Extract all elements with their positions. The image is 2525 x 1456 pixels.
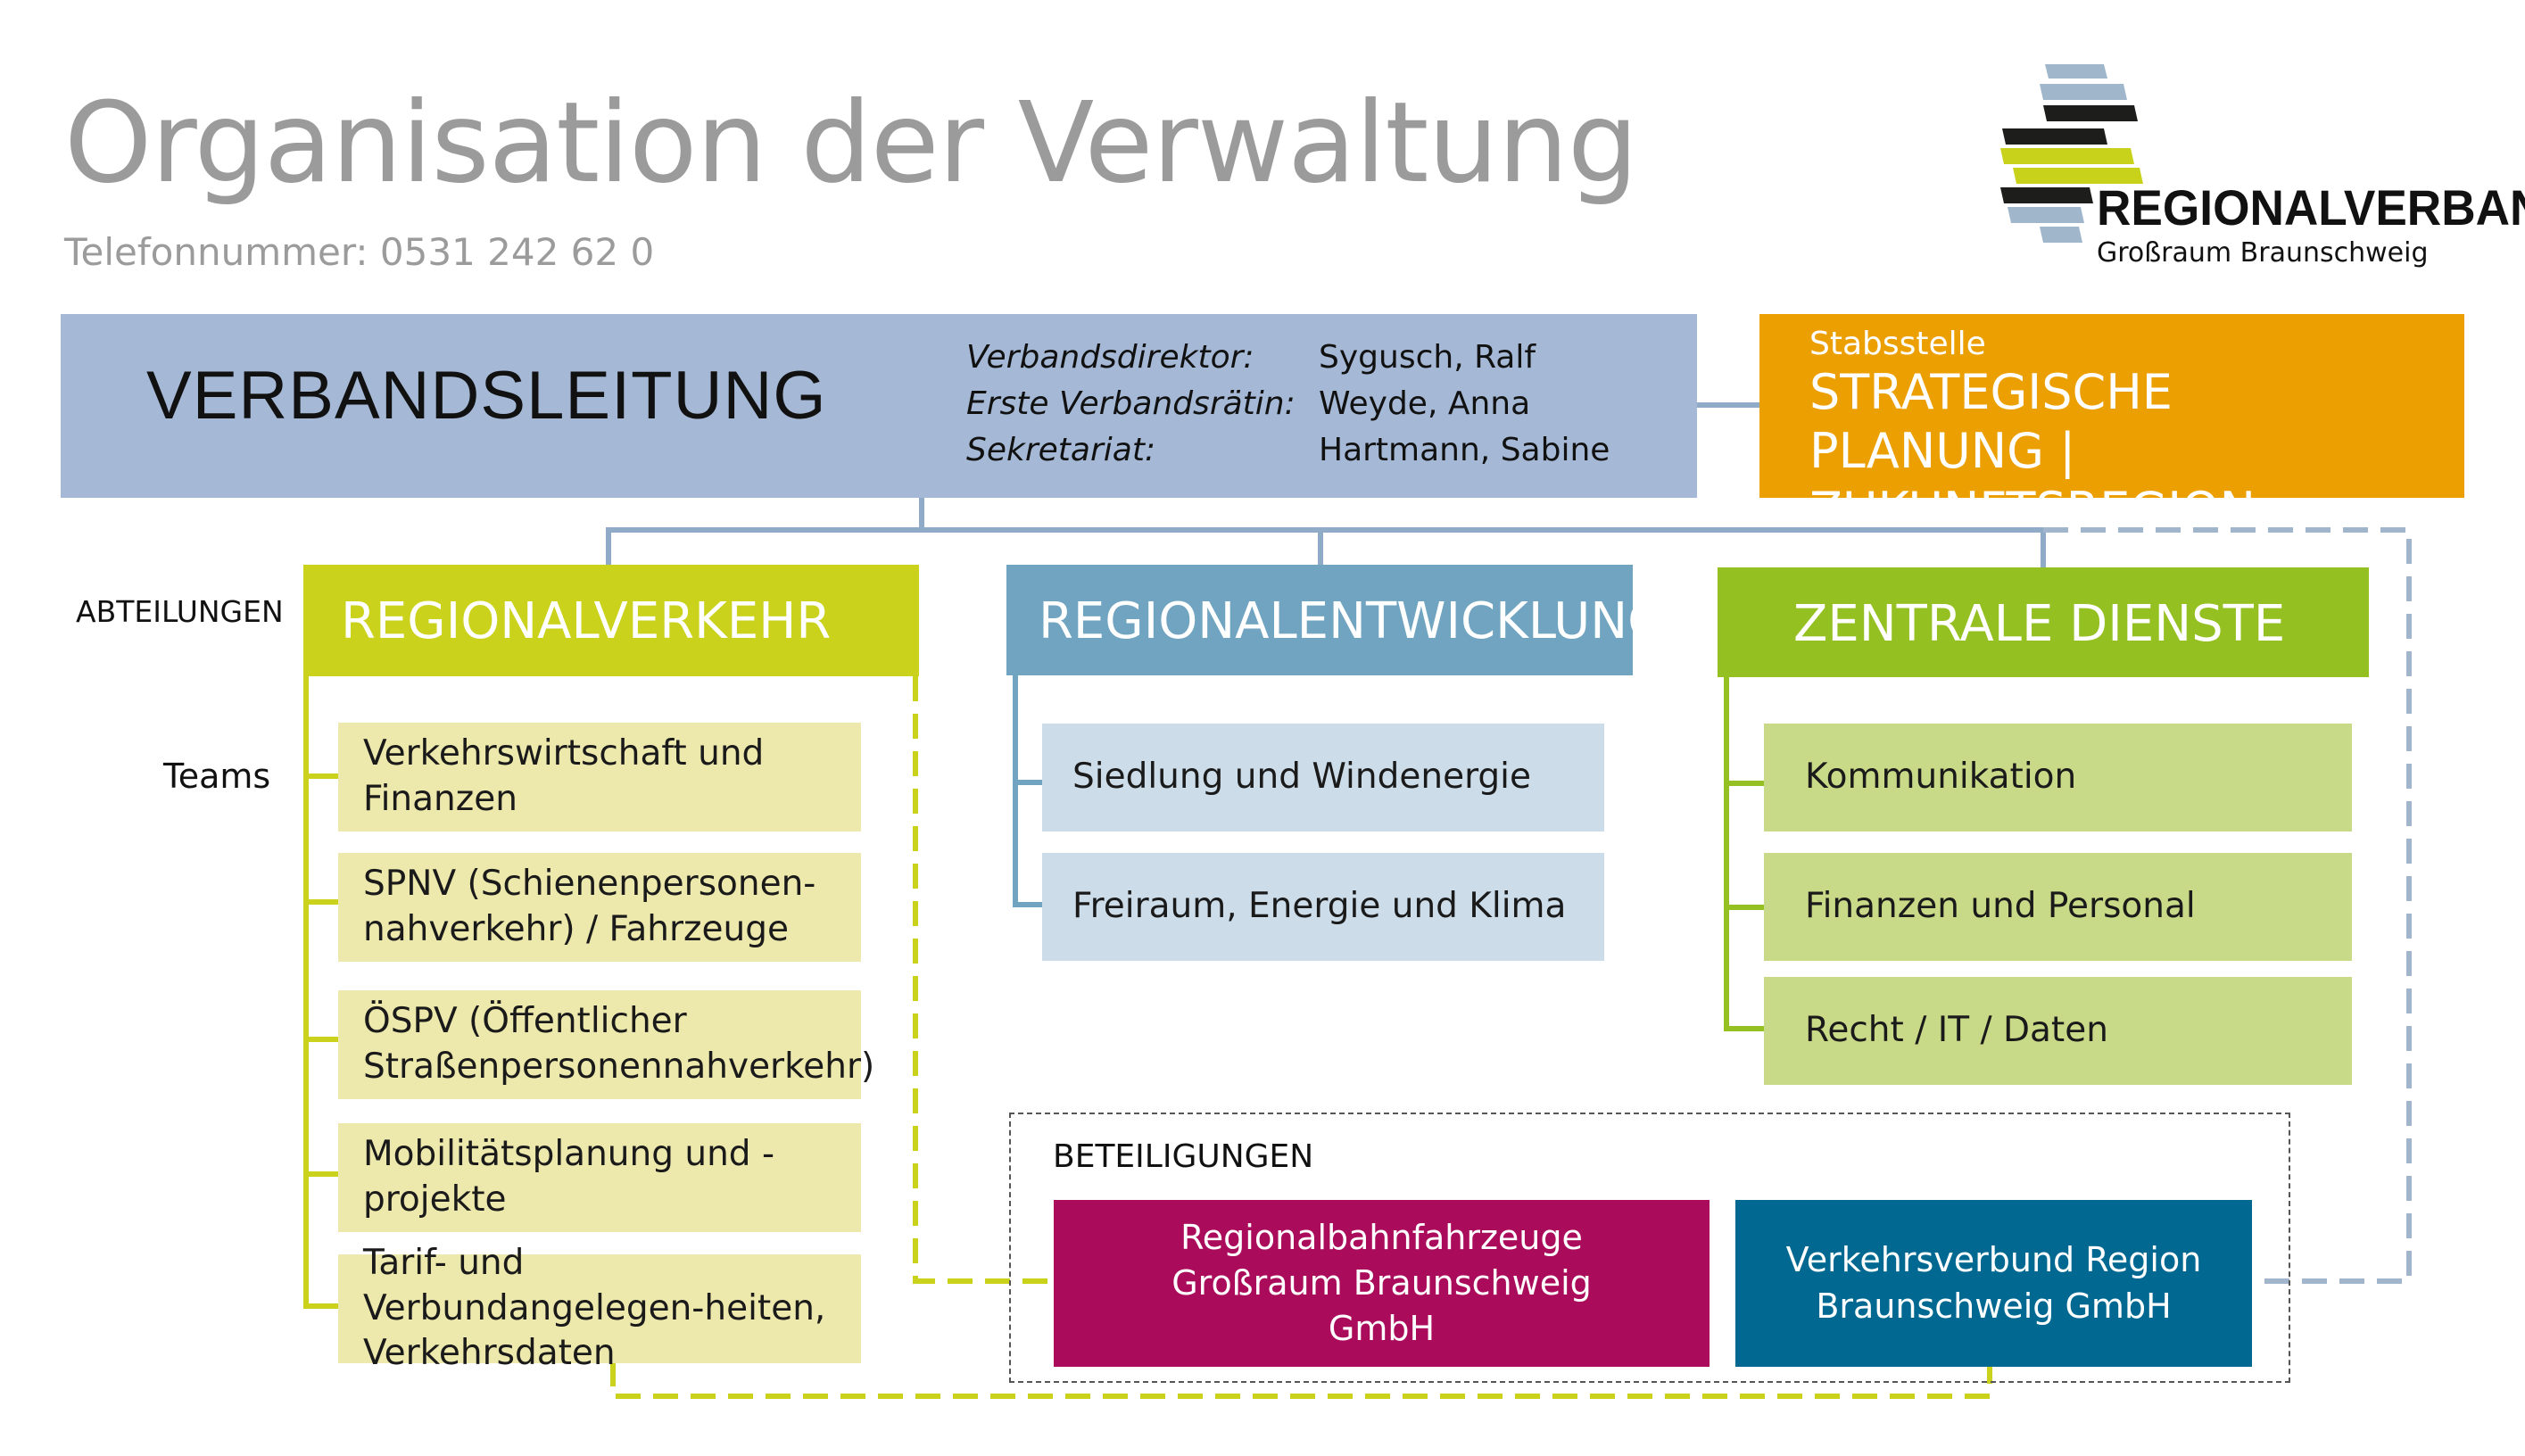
- team-box: ÖSPV (Öffentlicher Straßenpersonennahver…: [338, 990, 874, 1099]
- departments-label: ABTEILUNGEN: [76, 594, 284, 629]
- team-label: Kommunikation: [1805, 757, 2077, 798]
- team-label: ÖSPV (Öffentlicher Straßenpersonennahver…: [363, 1001, 875, 1087]
- team-box: Verkehrswirtschaft und Finanzen: [338, 723, 861, 831]
- team-box: Mobilitätsplanung und -projekte: [338, 1123, 861, 1232]
- holdings-box: [1009, 1113, 2290, 1383]
- team-label: Freiraum, Energie und Klima: [1072, 886, 1567, 927]
- staff-unit-box: Stabsstelle STRATEGISCHE PLANUNG | ZUKUN…: [1759, 314, 2464, 538]
- team-label: Tarif- und Verbundangelegen-heiten, Verk…: [363, 1242, 826, 1374]
- staff-unit-title: STRATEGISCHE PLANUNG | ZUKUNFTSREGION: [1809, 364, 2256, 538]
- holding-label: Verkehrsverbund Region Braunschweig GmbH: [1785, 1240, 2202, 1326]
- team-label: Finanzen und Personal: [1805, 886, 2196, 927]
- team-label: Siedlung und Windenergie: [1072, 757, 1532, 798]
- team-box: Tarif- und Verbundangelegen-heiten, Verk…: [338, 1243, 861, 1373]
- department-regionalverkehr: REGIONALVERKEHR: [303, 565, 919, 676]
- leadership-box: VERBANDSLEITUNG Verbandsdirektor: Sygusc…: [61, 314, 1697, 498]
- team-box: Freiraum, Energie und Klima: [1042, 853, 1604, 961]
- regionalverband-logo: REGIONALVERBAND Großraum Braunschweig: [1997, 59, 2525, 273]
- team-box: SPNV (Schienenpersonen-nahverkehr) / Fah…: [338, 853, 861, 962]
- department-regionalentwicklung: REGIONALENTWICKLUNG: [1006, 565, 1667, 675]
- leadership-title: VERBANDSLEITUNG: [146, 358, 827, 434]
- role-label: Sekretariat:: [966, 432, 1156, 468]
- logo-subtitle: Großraum Braunschweig: [2097, 237, 2429, 269]
- logo-name: REGIONALVERBAND: [2097, 179, 2525, 236]
- person-name: Hartmann, Sabine: [1319, 432, 1610, 468]
- person-name: Weyde, Anna: [1319, 385, 1531, 422]
- person-name: Sygusch, Ralf: [1319, 339, 1536, 376]
- phone-number: Telefonnummer: 0531 242 62 0: [64, 230, 655, 274]
- role-label: Erste Verbandsrätin:: [966, 385, 1296, 422]
- holding-label: Regionalbahnfahrzeuge Großraum Braunschw…: [1171, 1217, 1592, 1349]
- team-label: Recht / IT / Daten: [1805, 1010, 2108, 1051]
- role-label: Verbandsdirektor:: [966, 339, 1254, 376]
- page-title: Organisation der Verwaltung: [64, 79, 1638, 208]
- team-box: Kommunikation: [1764, 724, 2352, 831]
- holding-verkehrsverbund: Verkehrsverbund Region Braunschweig GmbH: [1735, 1200, 2252, 1367]
- team-box: Finanzen und Personal: [1764, 853, 2352, 961]
- team-box: Recht / IT / Daten: [1764, 977, 2352, 1085]
- holding-regionalbahnfahrzeuge: Regionalbahnfahrzeuge Großraum Braunschw…: [1054, 1200, 1710, 1367]
- team-label: Verkehrswirtschaft und Finanzen: [363, 733, 765, 819]
- logo-mark-icon: [2000, 64, 2143, 243]
- holdings-label: BETEILIGUNGEN: [1053, 1138, 1314, 1175]
- staff-unit-subtitle: Stabsstelle: [1809, 326, 1986, 362]
- department-zentrale-dienste: ZENTRALE DIENSTE: [1718, 567, 2369, 677]
- team-label: Mobilitätsplanung und -projekte: [363, 1134, 775, 1220]
- team-box: Siedlung und Windenergie: [1042, 724, 1604, 831]
- team-label: SPNV (Schienenpersonen-nahverkehr) / Fah…: [363, 864, 816, 949]
- teams-label: Teams: [163, 757, 271, 796]
